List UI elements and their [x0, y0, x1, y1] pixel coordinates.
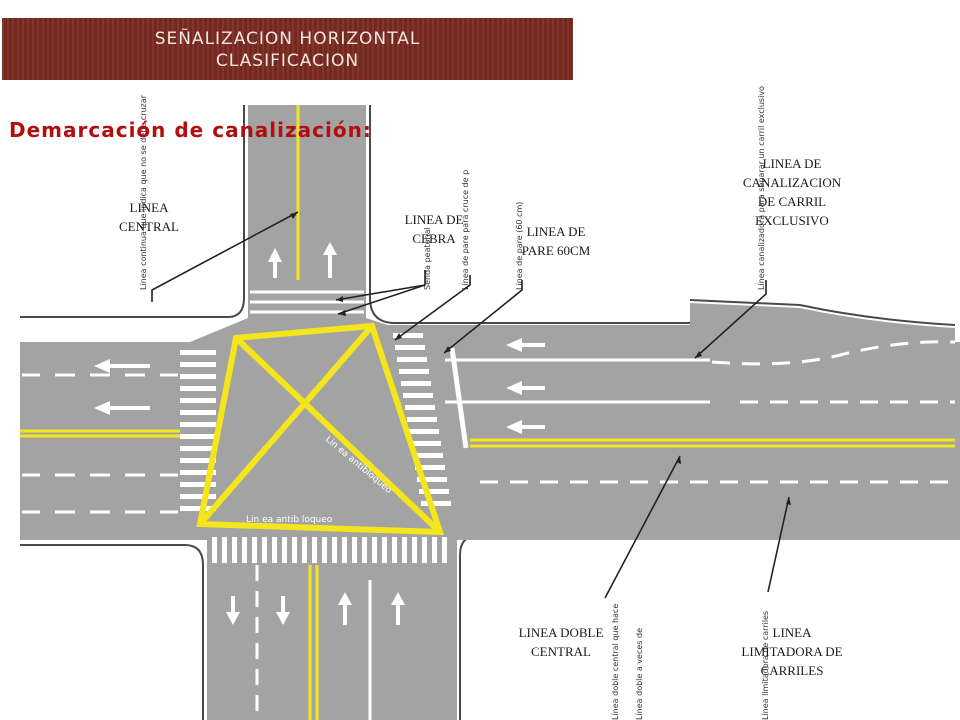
vertical-notes: Línea continua que indica que no se debe…	[139, 86, 770, 720]
text-antibloqueo-bottom: Lin ea antib loqueo	[246, 515, 333, 525]
leader-arrowheads	[290, 212, 791, 505]
label-linea-cebra: LINEA DE CEBRA	[404, 212, 464, 246]
zebra-bottom	[212, 537, 447, 563]
note-limitadora: Línea limitadora de carriles	[761, 611, 770, 720]
label-linea-pare: LINEA DE PARE 60CM	[521, 224, 591, 258]
note-doble-veces: Línea doble a veces de	[635, 628, 644, 720]
arrow-left-icon-3	[506, 338, 545, 352]
leader-central	[151, 211, 299, 302]
note-canalizadora: Línea canalizadora para separar un carri…	[757, 86, 766, 290]
arrowhead-cebra-1	[336, 296, 343, 302]
box-junction	[196, 322, 445, 536]
label-linea-limitadora: LINEA LIMITADORA DE CARRILES	[741, 625, 843, 678]
arrow-left-icon-5	[506, 420, 545, 434]
leader-canalizacion	[694, 280, 767, 359]
right-lane-lines	[445, 340, 956, 484]
arrowhead-canalizacion	[695, 351, 702, 358]
arrow-up-icon	[323, 242, 337, 278]
leader-limitadora	[767, 496, 790, 593]
arrowhead-cebra-3	[395, 333, 402, 340]
arrowhead-pare	[444, 346, 451, 353]
arrow-up-left-icon	[268, 248, 282, 278]
arrow-down-icon-2	[276, 596, 290, 625]
arrow-up-icon-2	[338, 592, 352, 625]
leader-cebra-2	[337, 284, 426, 315]
label-linea-doble-central: LINEA DOBLE CENTRAL	[518, 625, 604, 659]
note-pare: Línea de pare (60 cm)	[515, 202, 524, 290]
note-pare-cruce: Línea de pare para cruce de p	[461, 170, 470, 290]
label-linea-canalizacion: LINEA DE CANALIZACION DE CARRIL EXCLUSIV…	[742, 156, 842, 228]
note-senda: Senda peatonal	[423, 227, 432, 290]
label-linea-central: LINEA CENTRAL	[119, 200, 179, 234]
arrow-left-icon-2	[94, 401, 150, 415]
leader-pare	[443, 280, 523, 354]
header-banner: SEÑALIZACION HORIZONTAL CLASIFICACION	[2, 18, 573, 80]
arrowhead-cebra-2	[338, 310, 346, 316]
header-subtitle: CLASIFICACION	[215, 51, 360, 71]
zebra-right	[393, 333, 451, 506]
leader-cebra-3	[394, 275, 471, 341]
header-title: SEÑALIZACION HORIZONTAL	[154, 29, 421, 49]
zebra-left	[180, 350, 216, 511]
lane-dashes-left	[22, 373, 178, 514]
leader-doble-central	[604, 455, 681, 599]
arrow-left-icon-4	[506, 381, 545, 395]
stop-line-right	[449, 347, 469, 449]
arrow-down-icon	[226, 596, 240, 625]
arrowhead-central	[290, 212, 298, 219]
arrow-left-icon	[94, 359, 150, 373]
page-subtitle: Demarcación de canalización:	[9, 118, 372, 142]
direction-arrows	[94, 242, 545, 625]
arrowhead-limitadora	[786, 497, 791, 505]
arrow-up-icon-3	[391, 592, 405, 625]
leader-lines	[151, 211, 790, 599]
arrowhead-doble-central	[676, 456, 681, 464]
note-central: Línea continua que indica que no se debe…	[139, 94, 148, 290]
note-doble-central: Línea doble central que hace	[611, 604, 620, 720]
